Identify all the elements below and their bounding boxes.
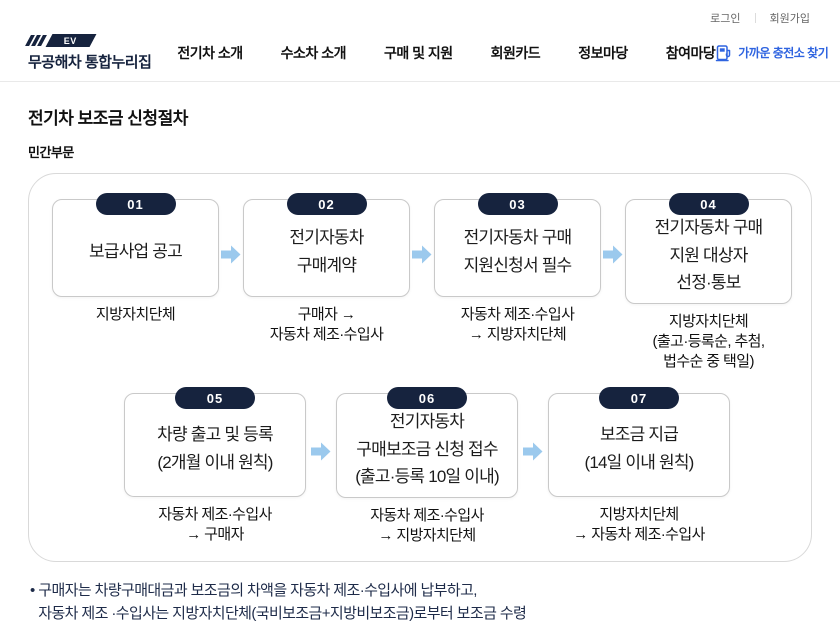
header-right: 가까운 충전소 찾기 [715,44,840,62]
step-box-line: 전기자동차 [389,412,465,431]
logo-ev-badge: EV [45,33,97,47]
step-box-line: 보급사업 공고 [89,242,183,262]
step-number-pill: 01 [95,193,176,215]
step-box-line: (14일 이내 원칙) [584,453,694,472]
footnote-line: 자동차 제조 ·수입사는 지방자치단체(국비보조금+지방비보조금)로부터 보조금… [38,605,527,623]
step-label: 자동차 제조·수입사→ 구매자 [158,506,272,544]
flow-arrow [518,442,548,461]
step-number-pill: 04 [668,193,749,215]
section-subtitle: 민간부문 [28,145,74,160]
step-label: 지방자치단체→ 자동차 제조·수입사 [573,506,705,544]
find-charger-link[interactable]: 가까운 충전소 찾기 [715,44,829,62]
step-label: 자동차 제조·수입사→ 지방자치단체 [460,306,575,344]
step-box-line: 지원 대상자 [669,245,748,265]
nav-item-0[interactable]: 전기차 소개 [177,44,243,61]
flow-arrow [410,245,434,264]
nav-item-4[interactable]: 정보마당 [578,44,628,61]
main-nav: 전기차 소개 수소차 소개 구매 및 지원 회원카드 정보마당 참여마당 [177,43,715,63]
nav-item-5[interactable]: 참여마당 [665,44,716,61]
footnote: • 구매자는 차량구매대금과 보조금의 차액을 자동차 제조·수입사에 납부하고… [30,579,812,623]
step-number-pill: 03 [477,193,558,215]
step-box-line: 지원신청서 필수 [463,256,573,275]
step-box-line: (2개월 이내 원칙) [157,453,273,472]
arrow-right-icon [603,245,623,264]
step-box-line: 구매보조금 신청 접수 [356,439,498,459]
arrow-right-icon [412,245,432,264]
flow-row-2: 05 차량 출고 및 등록 (2개월 이내 원칙) 자동차 제조·수입사→ 구매자 06… [124,387,730,546]
step-box-line: 전기자동차 구매 [654,218,764,237]
step-label: 구매자 →자동차 제조·수입사 [269,306,384,344]
step-box-line: 선정·통보 [676,273,741,293]
flow-step-05: 05 차량 출고 및 등록 (2개월 이내 원칙) 자동차 제조·수입사→ 구매자 [124,387,306,545]
logo-title: 무공해차 통합누리집 [28,53,152,71]
step-number-pill: 02 [286,193,367,215]
footnote-bullet: • [30,582,36,599]
login-link[interactable]: 로그인 [710,13,741,25]
arrow-right-icon [523,442,543,461]
arrow-right-icon [311,442,331,461]
arrow-right-icon [221,245,241,264]
step-box-line: 구매계약 [296,256,357,275]
flow-arrow [219,245,243,264]
step-box: 보조금 지급 (14일 이내 원칙) [548,393,730,497]
step-number-pill: 06 [387,387,467,409]
nav-item-3[interactable]: 회원카드 [490,44,541,61]
step-box-line: 전기자동차 [289,228,364,248]
flow-arrow [601,245,625,264]
step-box-line: 전기자동차 구매 [463,228,573,248]
page-title: 전기차 보조금 신청절차 [28,109,188,128]
step-label: 지방자치단체(출고·등록순, 추첨,법수순 중 택일) [652,312,766,370]
site-logo[interactable]: EV 무공해차 통합누리집 [25,33,152,72]
step-label: 지방자치단체 [95,306,176,323]
topbar-divider [754,13,756,23]
logo-stripes-icon: EV [25,33,151,47]
step-box-line: 차량 출고 및 등록 [157,425,273,445]
step-box-line: 보조금 지급 [599,425,679,445]
signup-link[interactable]: 회원가입 [769,13,810,25]
footnote-line: 구매자는 차량구매대금과 보조금의 차액을 자동차 제조·수입사에 납부하고, [38,582,477,599]
nav-item-2[interactable]: 구매 및 지원 [383,44,453,61]
step-box: 보급사업 공고 [52,199,219,297]
nav-item-1[interactable]: 수소차 소개 [280,44,347,61]
step-number-pill: 07 [599,387,679,409]
step-number-pill: 05 [175,387,255,409]
flow-arrow [306,442,336,461]
flow-step-07: 07 보조금 지급 (14일 이내 원칙) 지방자치단체→ 자동차 제조·수입사 [548,387,730,545]
step-box-line: (출고·등록 10일 이내) [355,467,499,487]
charger-icon [716,44,731,61]
main-header: EV 무공해차 통합누리집 전기차 소개 수소차 소개 구매 및 지원 회원카드 정보마… [0,30,840,82]
step-label: 자동차 제조·수입사→ 지방자치단체 [370,506,484,544]
step-box: 차량 출고 및 등록 (2개월 이내 원칙) [124,393,306,497]
utility-bar: 로그인 회원가입 [0,0,840,30]
